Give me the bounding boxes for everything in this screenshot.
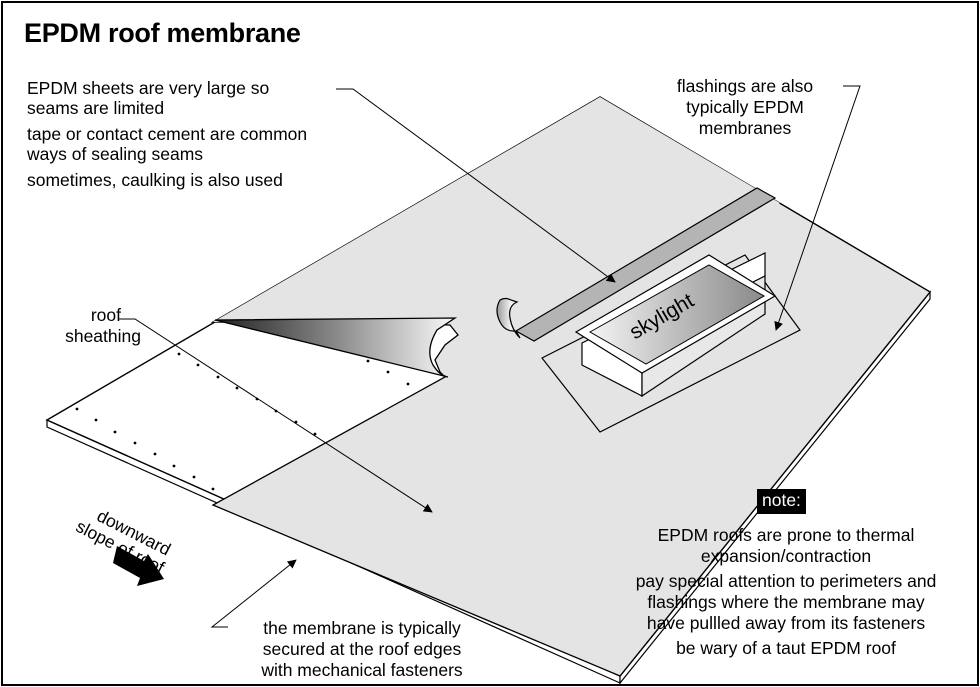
downward-slope-arrow-icon xyxy=(113,546,164,586)
fasteners-callout: the membrane is typically secured at the… xyxy=(232,618,492,681)
fasteners-callout-line: secured at the roof edges xyxy=(262,639,462,659)
note-line: have pullled away from its fasteners xyxy=(646,613,926,633)
flashings-callout-line: membranes xyxy=(698,118,792,138)
sheathing-callout: roof sheathing xyxy=(48,305,141,347)
fasteners-leader-arrow xyxy=(210,559,297,628)
note-badge: note: xyxy=(757,489,806,514)
note-line: pay special attention to perimeters and xyxy=(635,571,937,591)
note-body: EPDM roofs are prone to thermal expansio… xyxy=(598,525,974,663)
skylight-glass xyxy=(588,264,766,365)
sheathing-leader-arrow xyxy=(118,318,433,513)
note-line: EPDM roofs are prone to thermal xyxy=(657,525,915,545)
note-line: expansion/contraction xyxy=(700,546,872,566)
sheathing-callout-line: sheathing xyxy=(65,326,141,346)
flashings-leader-arrow xyxy=(774,85,861,331)
page-title: EPDM roof membrane xyxy=(24,18,301,48)
seams-callout-line: seams are limited xyxy=(27,98,165,118)
note-line: be wary of a taut EPDM roof xyxy=(676,638,896,658)
note-line: flashings where the membrane may xyxy=(647,592,925,612)
seams-callout-line: EPDM sheets are very large so xyxy=(27,78,270,98)
seams-callout: EPDM sheets are very large so seams are … xyxy=(27,78,307,196)
flashings-callout: flashings are also typically EPDM membra… xyxy=(640,76,850,139)
seams-callout-line: sometimes, caulking is also used xyxy=(27,170,283,190)
seam-tape xyxy=(514,187,777,342)
flashings-callout-line: typically EPDM xyxy=(686,97,804,117)
fasteners-callout-line: the membrane is typically xyxy=(263,618,461,638)
peeled-membrane-flap xyxy=(214,317,458,378)
sheathing-callout-line: roof xyxy=(90,305,121,325)
seam-tape-roll xyxy=(496,297,521,339)
fastener-dots xyxy=(75,352,410,491)
fasteners-callout-line: with mechanical fasteners xyxy=(261,660,463,680)
seams-callout-line: tape or contact cement are common xyxy=(27,124,308,144)
seams-callout-line: ways of sealing seams xyxy=(27,144,204,164)
epdm-membrane-upper xyxy=(213,97,780,348)
flashings-callout-line: flashings are also xyxy=(676,76,814,96)
seams-leader-arrow xyxy=(336,88,616,283)
